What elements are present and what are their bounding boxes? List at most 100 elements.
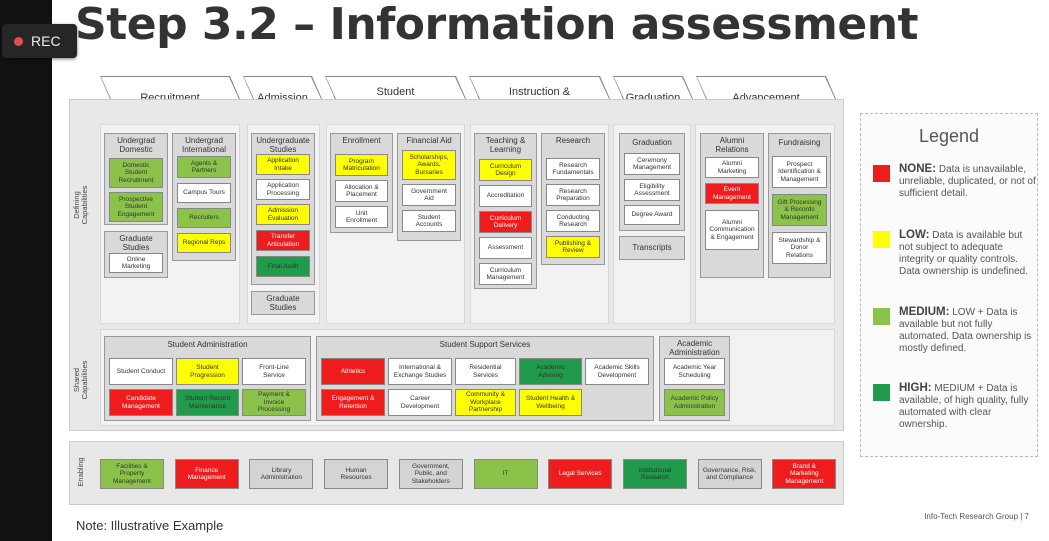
group-title: Undergrad International	[181, 136, 227, 154]
recording-indicator[interactable]: REC	[2, 24, 77, 58]
group-title: Student Administration	[167, 340, 248, 349]
capability-box: International & Exchange Studies	[388, 358, 452, 385]
enabling-capability-box: Library Administration	[249, 459, 314, 489]
group-graduate-studies: Graduate Studies	[251, 291, 315, 315]
group-title: Undergraduate Studies	[256, 136, 310, 154]
capability-box: Curriculum Delivery	[479, 211, 532, 233]
legend-swatch	[873, 231, 890, 248]
group-title: Academic Administration	[669, 339, 720, 357]
capability-box: Student Record Maintenance	[176, 389, 239, 416]
capability-box: Stewardship & Donor Relations	[772, 232, 827, 264]
capability-box: Community & Workplace Partnership	[455, 389, 516, 416]
capability-box: Admission Evaluation	[256, 204, 310, 225]
capability-box: Agents & Partners	[177, 156, 231, 178]
capability-box: Career Development	[388, 389, 452, 416]
capability-box: Program Matriculation	[335, 154, 388, 176]
row-label-enabling: Enabling	[76, 457, 85, 487]
row-label-shared: Shared Capabilities	[72, 360, 90, 400]
group-alumni-relations: Alumni Relations	[700, 133, 764, 278]
legend-swatch	[873, 308, 890, 325]
group-transcripts: Transcripts	[619, 236, 685, 260]
capability-box: Degree Award	[624, 205, 680, 225]
capability-box: Research Preparation	[546, 184, 600, 206]
footer-credit: Info-Tech Research Group | 7	[924, 512, 1029, 521]
legend-desc: MEDIUM + Data is available, of high qual…	[899, 383, 1029, 430]
page-title: Step 3.2 – Information assessment	[75, 0, 919, 50]
legend-swatch	[873, 165, 890, 182]
capability-box: Athletics	[321, 358, 385, 385]
capability-box: Prospective Student Engagement	[109, 192, 163, 222]
group-title: Undergrad Domestic	[117, 136, 155, 154]
capability-box: Academic Year Scheduling	[664, 358, 725, 385]
group-title: Enrollment	[342, 136, 381, 145]
group-title: Graduate Studies	[119, 234, 153, 252]
legend-swatch	[873, 384, 890, 401]
capability-box: Student Health & Wellbeing	[519, 389, 582, 416]
capability-box: Alumni Communication & Engagement	[705, 210, 759, 250]
capability-box: Student Progression	[176, 358, 239, 385]
group-title: Student Support Services	[439, 340, 531, 349]
group-title: Fundraising	[778, 138, 821, 147]
legend-level: HIGH:	[899, 382, 932, 394]
capability-box: Domestic Student Recruitment	[109, 158, 163, 188]
enabling-capability-box: Brand & Marketing Management	[772, 459, 837, 489]
capability-box: Online Marketing	[109, 253, 163, 273]
capability-box: Campus Tours	[177, 183, 231, 203]
enabling-capability-box: Institutional Research	[622, 459, 687, 489]
capability-box: Assessment	[479, 237, 532, 259]
capability-box: Academic Policy Administration	[664, 389, 725, 416]
capability-box: Research Fundamentals	[546, 158, 600, 180]
capability-box: Residential Services	[455, 358, 516, 385]
legend-title: Legend	[918, 126, 980, 146]
enabling-capability-box: Human Resources	[324, 459, 389, 489]
record-dot-icon	[14, 36, 23, 46]
capability-box: Front-Line Service	[242, 358, 306, 385]
enabling-capability-box: Legal Services	[548, 459, 613, 489]
capability-box: Conducting Research	[546, 210, 600, 232]
capability-box: Candidate Management	[109, 389, 173, 416]
legend-desc: Data is unavailable, unreliable, duplica…	[899, 164, 1036, 199]
enabling-capability-box: Finance Management	[174, 459, 239, 489]
enabling-capability-box: Government, Public, and Stakeholders	[398, 459, 463, 489]
row-label-defining: Defining Capabilities	[72, 185, 90, 225]
rec-label: REC	[31, 33, 61, 49]
legend-desc: Data is available but not subject to ade…	[899, 230, 1028, 277]
legend: Legend NONE: Data is unavailable, unreli…	[860, 113, 1038, 457]
legend-level: MEDIUM:	[899, 306, 950, 318]
group-title: Transcripts	[632, 243, 672, 252]
capability-box: Recruiters	[177, 208, 231, 228]
capability-box: Curriculum Management	[479, 263, 532, 285]
illustrative-note: Note: Illustrative Example	[76, 518, 224, 533]
capability-box: Curriculum Design	[479, 159, 532, 181]
enabling-capability-box: IT	[473, 459, 538, 489]
capability-box: Allocation & Placement	[335, 180, 388, 202]
capability-box: Unit Enrollment	[335, 206, 388, 228]
capability-box: Payment & Invoice Processing	[242, 389, 306, 416]
capability-box: Government Aid	[402, 184, 456, 206]
capability-box: Engagement & Retention	[321, 389, 385, 416]
capability-box: Academic Advising	[519, 358, 582, 385]
capability-box: Student Conduct	[109, 358, 173, 385]
left-black-bar	[0, 0, 52, 541]
capability-box: Final Audit	[256, 256, 310, 277]
enabling-capability-box: Governance, Risk, and Compliance	[697, 459, 762, 489]
group-title: Graduation	[632, 138, 672, 147]
capability-box: Regional Reps	[177, 233, 231, 253]
capability-box: Scholarships, Awards, Bursaries	[402, 150, 456, 180]
enabling-capability-box: Facilities & Property Management	[100, 459, 164, 489]
capability-box: Publishing & Review	[546, 236, 600, 258]
capability-box: Transfer Articulation	[256, 230, 310, 251]
group-title: Alumni Relations	[715, 136, 749, 154]
legend-desc: LOW + Data is available but not fully au…	[899, 307, 1032, 354]
group-title: Teaching & Learning	[485, 136, 526, 154]
capability-box: Academic Skills Development	[585, 358, 649, 385]
capability-box: Gift Processing & Records Management	[772, 194, 827, 226]
capability-box: Prospect Identification & Management	[772, 156, 827, 188]
capability-box: Accreditation	[479, 185, 532, 207]
capability-box: Event Management	[705, 183, 759, 204]
capability-box: Student Accounts	[402, 210, 456, 232]
capability-box: Ceremony Management	[624, 153, 680, 175]
capability-box: Application Intake	[256, 154, 310, 175]
group-title: Research	[555, 136, 591, 145]
legend-level: LOW:	[899, 229, 930, 241]
